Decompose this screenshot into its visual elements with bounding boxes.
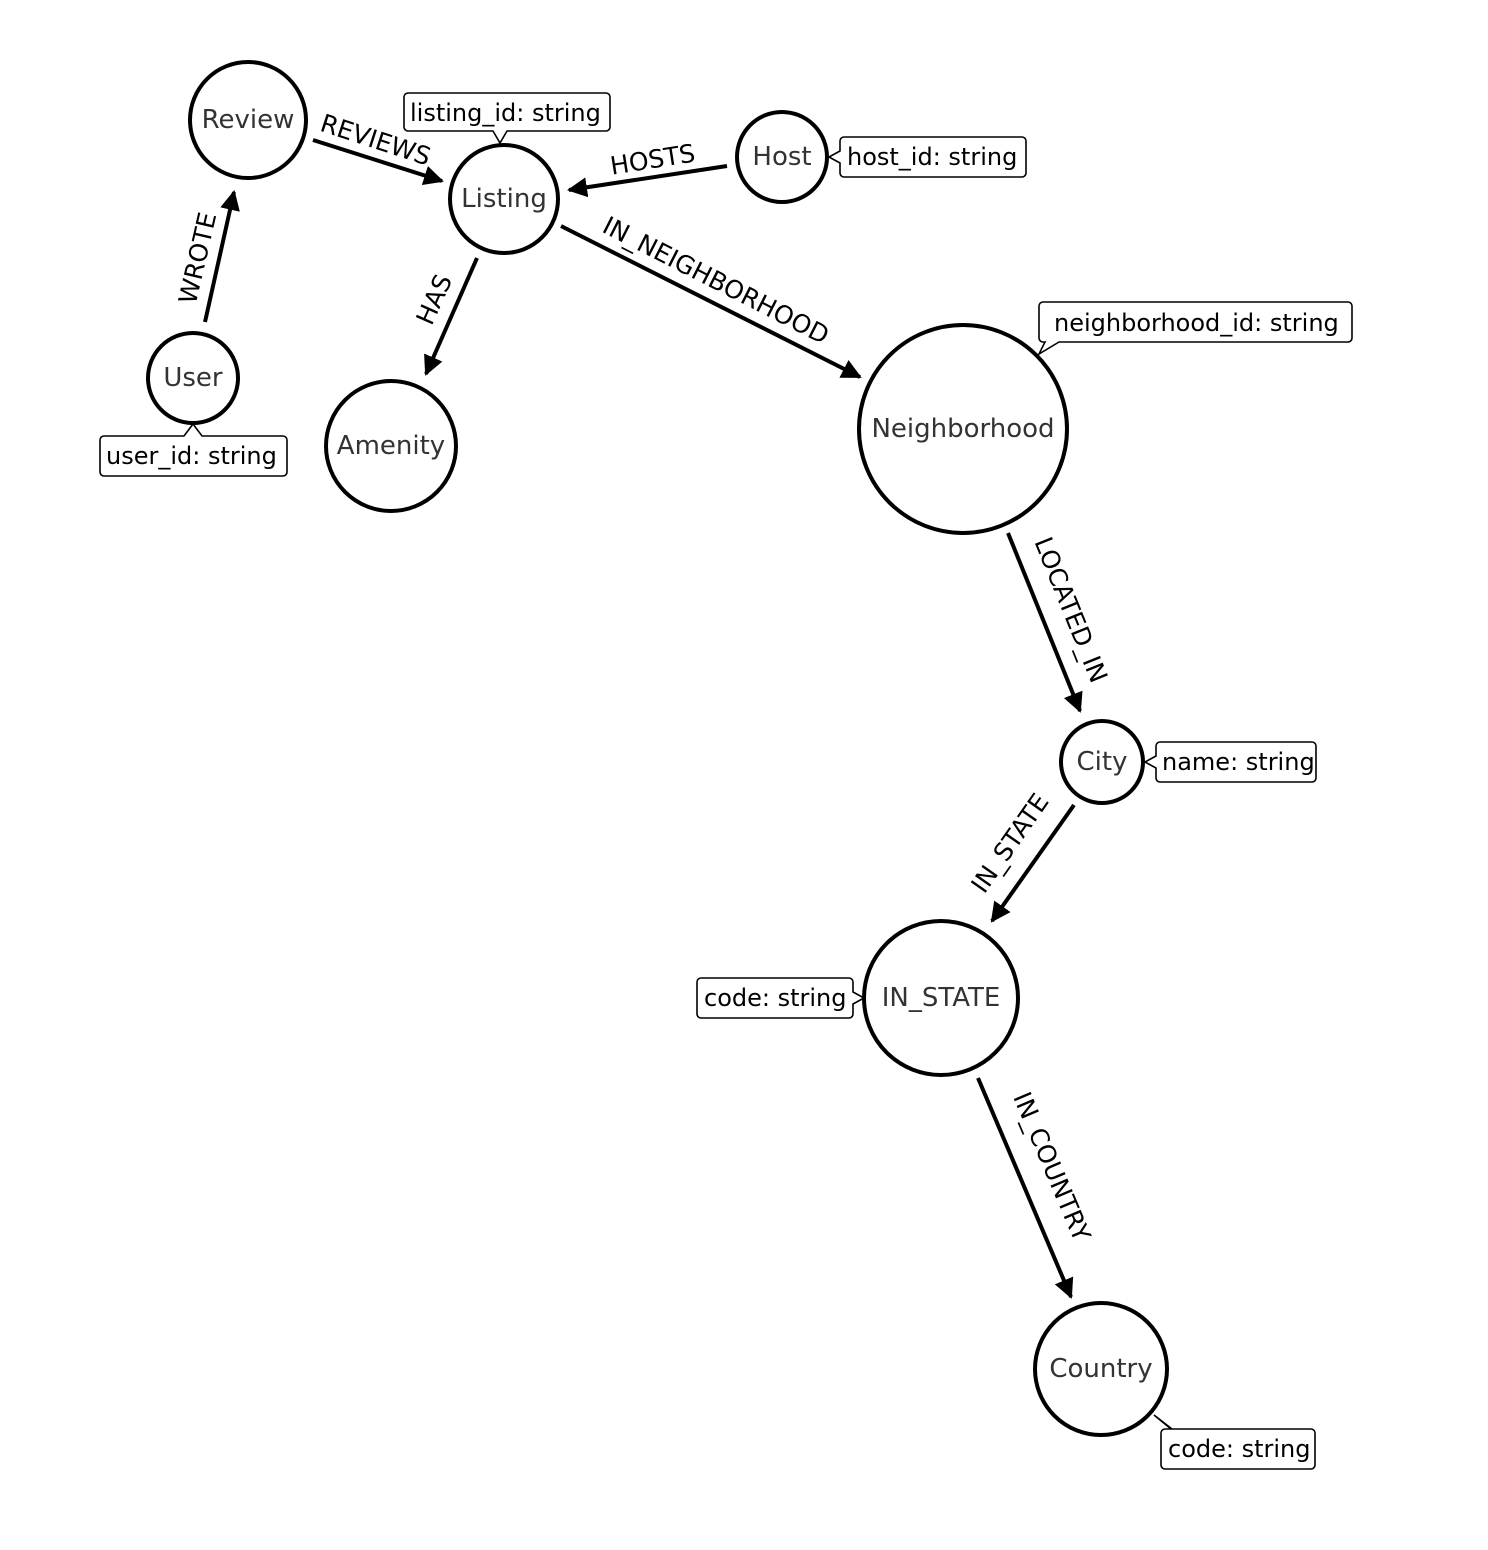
prop-neighborhood-box [1037, 301, 1353, 357]
prop-host-text: host_id: string [847, 143, 1017, 171]
edge-in-neighborhood[interactable]: IN_NEIGHBORHOOD [560, 211, 862, 379]
prop-country[interactable]: code: string [1153, 1414, 1316, 1470]
edge-hosts[interactable]: HOSTS [567, 139, 728, 198]
prop-neighborhood[interactable]: neighborhood_id: string [1037, 301, 1353, 357]
prop-country-box [1153, 1414, 1316, 1470]
prop-listing[interactable]: listing_id: string [403, 92, 611, 145]
node-listing-circle [448, 143, 560, 255]
prop-city[interactable]: name: string [1143, 741, 1317, 783]
prop-in-state[interactable]: code: string [696, 977, 866, 1019]
prop-listing-box [403, 92, 611, 145]
edge-in-state[interactable]: IN_STATE [965, 788, 1076, 923]
node-country-circle [1033, 1301, 1169, 1437]
edge-has-line [424, 257, 479, 376]
edge-has[interactable]: HAS [410, 257, 479, 376]
node-amenity-label: Amenity [337, 431, 445, 461]
node-neighborhood-circle [857, 323, 1069, 535]
node-city-label: City [1077, 747, 1128, 777]
edge-in-neighborhood-label: IN_NEIGHBORHOOD [598, 211, 834, 350]
node-in-state[interactable]: IN_STATE [862, 919, 1020, 1077]
node-country[interactable]: Country [1033, 1301, 1169, 1437]
edge-wrote-label: WROTE [173, 210, 222, 307]
edge-in-state-label: IN_STATE [965, 788, 1054, 898]
prop-user[interactable]: user_id: string [99, 422, 288, 477]
node-host[interactable]: Host [735, 110, 829, 204]
prop-host-box [827, 136, 1027, 178]
node-review-label: Review [202, 105, 295, 135]
node-city[interactable]: City [1059, 719, 1145, 805]
node-in-state-label: IN_STATE [882, 983, 1001, 1013]
node-host-circle [735, 110, 829, 204]
node-amenity-circle [324, 379, 458, 513]
edge-in-neighborhood-line [560, 224, 862, 379]
prop-city-text: name: string [1162, 748, 1315, 776]
edge-located-in-line [1006, 532, 1083, 713]
node-amenity[interactable]: Amenity [324, 379, 458, 513]
prop-city-box [1143, 741, 1317, 783]
node-user[interactable]: User [146, 331, 240, 425]
node-host-label: Host [752, 142, 811, 172]
edge-located-in[interactable]: LOCATED_IN [1006, 532, 1114, 713]
node-country-label: Country [1049, 1354, 1152, 1384]
node-review-circle [188, 60, 308, 180]
node-neighborhood[interactable]: Neighborhood [857, 323, 1069, 535]
prop-listing-text: listing_id: string [410, 99, 601, 127]
node-neighborhood-label: Neighborhood [871, 414, 1054, 444]
edge-wrote[interactable]: WROTE [173, 190, 240, 323]
prop-user-box [99, 422, 288, 477]
prop-in-state-text: code: string [704, 984, 847, 1012]
prop-neighborhood-text: neighborhood_id: string [1054, 309, 1339, 337]
edge-in-country-label: IN_COUNTRY [1007, 1088, 1096, 1246]
node-user-label: User [163, 363, 223, 393]
edge-reviews-line [312, 138, 444, 186]
prop-in-state-box [696, 977, 866, 1019]
node-listing-label: Listing [461, 184, 547, 214]
prop-user-text: user_id: string [106, 442, 277, 470]
edge-located-in-label: LOCATED_IN [1029, 533, 1114, 687]
node-listing[interactable]: Listing [448, 143, 560, 255]
prop-host[interactable]: host_id: string [827, 136, 1027, 178]
node-city-circle [1059, 719, 1145, 805]
edge-hosts-line [567, 164, 728, 198]
edge-in-country[interactable]: IN_COUNTRY [976, 1077, 1097, 1299]
prop-country-text: code: string [1168, 1435, 1311, 1463]
edge-wrote-line [203, 190, 240, 323]
node-review[interactable]: Review [188, 60, 308, 180]
edge-in-country-line [976, 1077, 1074, 1299]
edge-in-state-line [990, 803, 1076, 923]
